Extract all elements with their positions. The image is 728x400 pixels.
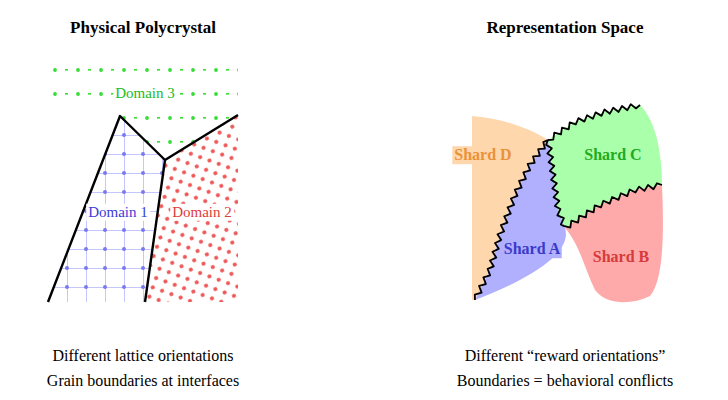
domain-label: Domain 2 bbox=[170, 204, 234, 221]
caption-line: Different “reward orientations” bbox=[465, 347, 666, 365]
caption-line: Grain boundaries at interfaces bbox=[47, 372, 239, 390]
panel-title: Physical Polycrystal bbox=[70, 19, 216, 38]
representation-shard: Shard A bbox=[475, 140, 572, 300]
shard-label: Shard B bbox=[591, 248, 651, 266]
panel-title: Representation Space bbox=[487, 19, 644, 38]
shard-label: Shard D bbox=[452, 146, 513, 164]
domain-label: Domain 3 bbox=[113, 85, 177, 102]
shard-label: Shard C bbox=[582, 146, 643, 164]
grain-domain: Domain 2 bbox=[145, 115, 238, 302]
conflict-boundary bbox=[475, 140, 548, 300]
caption-line: Different lattice orientations bbox=[53, 347, 234, 365]
grain-domain: Domain 1 bbox=[48, 116, 165, 302]
representation-shard: Shard B bbox=[565, 185, 664, 305]
region-shape bbox=[475, 140, 572, 300]
region-fill bbox=[565, 185, 663, 302]
region-fill bbox=[145, 115, 238, 302]
region-shape bbox=[565, 185, 664, 305]
region-fill bbox=[475, 140, 566, 300]
domain-label: Domain 1 bbox=[86, 204, 150, 221]
region-fill bbox=[48, 116, 165, 302]
grain-boundary bbox=[145, 160, 165, 302]
conflict-boundary bbox=[546, 140, 662, 228]
grain-boundary bbox=[48, 115, 238, 302]
caption-line: Boundaries = behavioral conflicts bbox=[457, 372, 674, 390]
conflict-boundary bbox=[548, 104, 640, 140]
shard-label: Shard A bbox=[502, 240, 562, 258]
